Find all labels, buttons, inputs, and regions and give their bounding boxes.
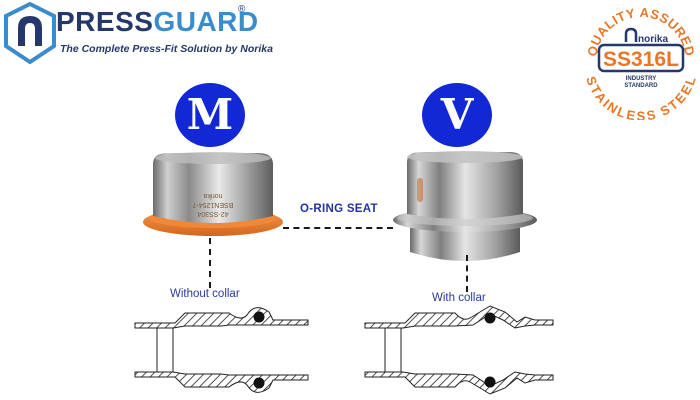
badge-sub-line2: STANDARD <box>624 83 658 89</box>
brand-tagline: The Complete Press-Fit Solution by Norik… <box>60 43 273 55</box>
m-profile-end-cap: 42-SS304 BSEN1254-7 norika <box>138 150 288 245</box>
profile-m-circle: M <box>175 83 245 147</box>
without-collar-caption: Without collar <box>170 288 240 300</box>
cap-engraving-line1: 42-SS304 <box>197 210 228 217</box>
badge-sub-line1: INDUSTRY <box>626 76 656 82</box>
shield-logo-icon <box>3 2 56 64</box>
cap-engraving-line2: BSEN1254-7 <box>192 201 233 208</box>
oring-seat-leader-line <box>283 227 393 229</box>
v-profile-end-cap <box>385 148 545 273</box>
quality-badge: QUALITY ASSURED STAINLESS STEEL norika S… <box>582 2 700 124</box>
badge-brand: norika <box>638 34 668 45</box>
ss316l-seal-icon: QUALITY ASSURED STAINLESS STEEL norika S… <box>583 5 698 124</box>
m-profile-cross-section <box>133 300 313 400</box>
pressguard-logo: PRESSGUARD ® The Complete Press-Fit Solu… <box>2 2 273 64</box>
profile-v-circle: V <box>422 83 492 147</box>
v-cap-leader-line <box>466 255 468 292</box>
cap-engraving-line3: norika <box>203 192 222 199</box>
m-cap-leader-line <box>209 238 211 288</box>
brand-name-guard: GUARD <box>153 6 259 37</box>
badge-grade: SS316L <box>603 48 679 71</box>
brand-name-press: PRESS <box>56 6 154 37</box>
oring-seat-label: O-RING SEAT <box>300 203 378 215</box>
v-profile-cross-section <box>355 300 555 400</box>
brand-wordmark: PRESSGUARD <box>56 5 259 39</box>
registered-mark: ® <box>238 4 246 15</box>
with-collar-caption: With collar <box>432 292 486 304</box>
